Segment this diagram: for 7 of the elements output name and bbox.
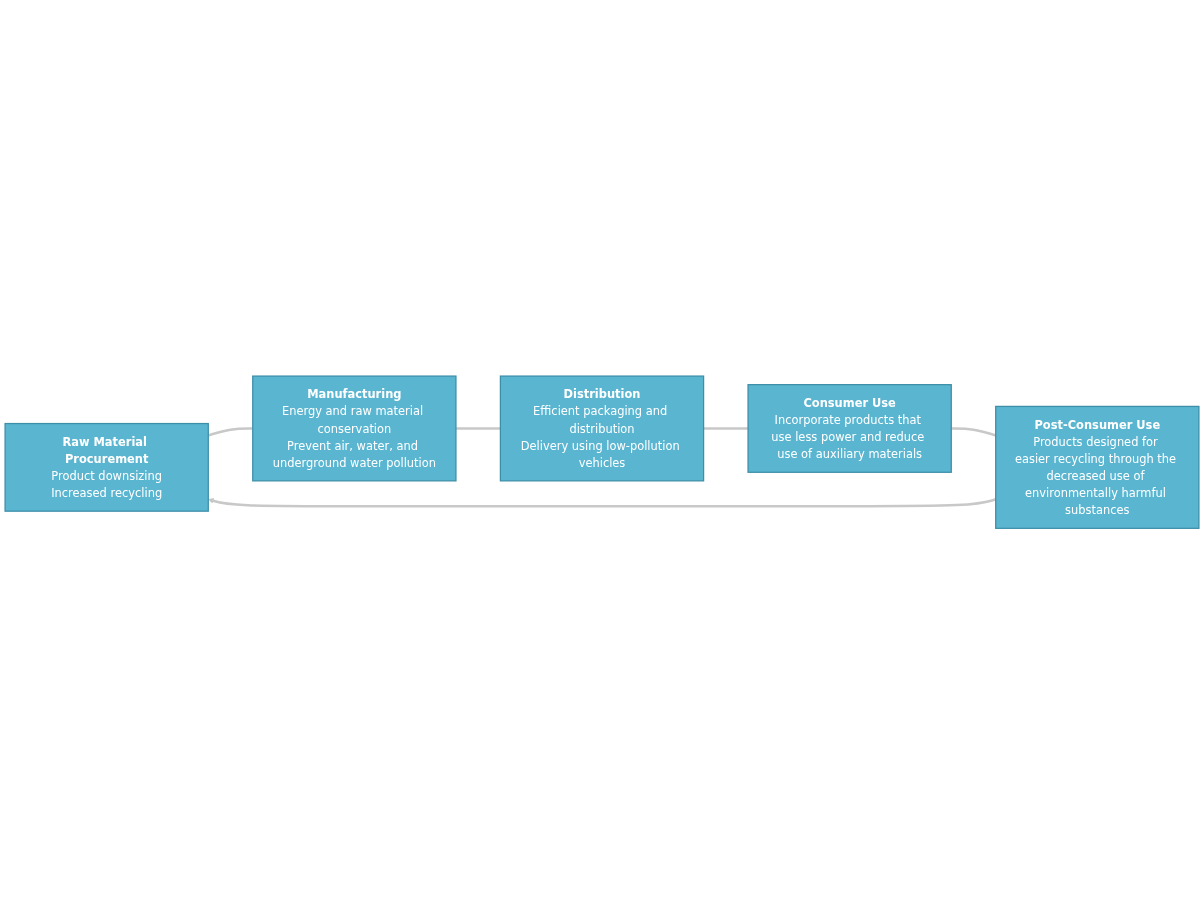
node-box: Post-Consumer Use Products designed for easier recycling through the decreased use of environmentally harmful substances [995, 406, 1200, 530]
node-box: Manufacturing Energy and raw material conservation Prevent air, water, and underground water pollution [252, 375, 457, 482]
node-box: Distribution Efficient packaging and distribution Delivery using low-pollution vehicles [499, 375, 705, 482]
node-box: Raw Material Procurement Product downsizing Increased recycling [4, 423, 209, 513]
connector [703, 427, 749, 431]
connector [455, 427, 501, 431]
node-box: Consumer Use Incorporate products that use less power and reduce use of auxiliary materials [747, 384, 952, 474]
